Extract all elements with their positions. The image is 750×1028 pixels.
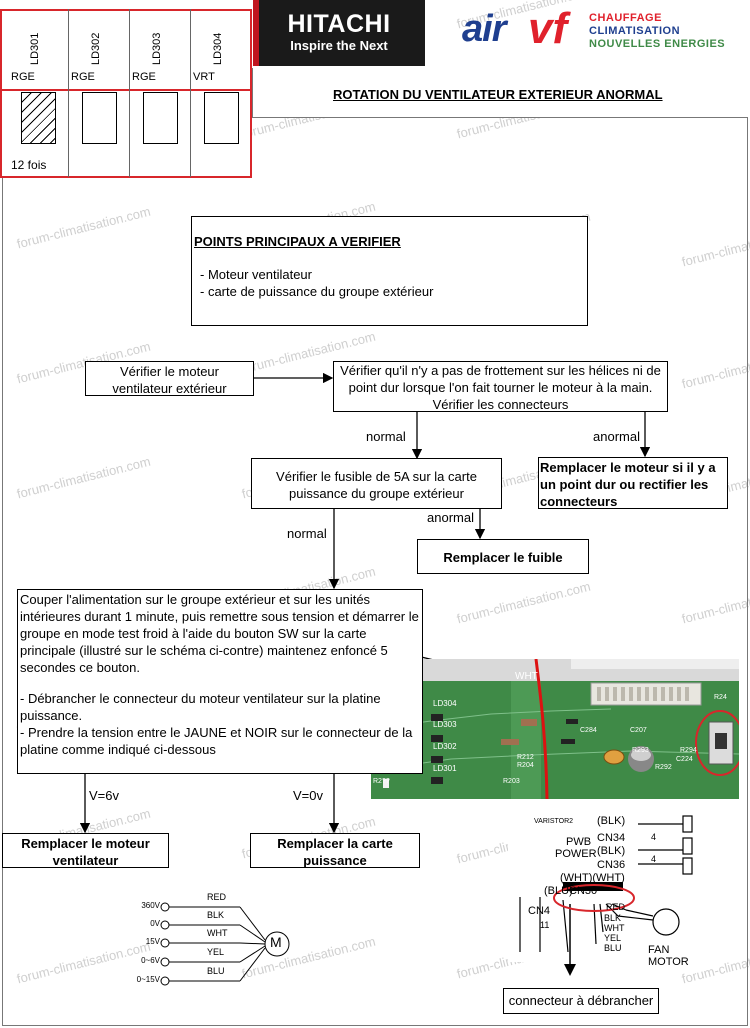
wiring-label: CN36: [597, 859, 625, 871]
motor-wire-label: WHT: [207, 928, 228, 938]
led-off-indicator: [143, 92, 178, 144]
wiring-label: POWER: [555, 848, 597, 860]
motor-voltage-label: 15V: [146, 937, 160, 946]
pcb-label: LD304: [433, 699, 457, 708]
label-voltage-0v: V=0v: [293, 787, 323, 804]
led-name: LD303: [151, 33, 163, 65]
led-color: RGE: [11, 71, 35, 83]
led-color: VRT: [193, 71, 215, 83]
wiring-label: 11: [540, 920, 549, 930]
motor-symbol: M: [270, 934, 282, 950]
wiring-label: VARISTOR2: [534, 818, 573, 825]
label-normal: normal: [287, 525, 327, 542]
checks-title: POINTS PRINCIPAUX A VERIFIER: [194, 233, 401, 250]
wiring-label: CN34: [597, 832, 625, 844]
pcb-label: LD301: [433, 764, 457, 773]
procedure-paragraph: - Prendre la tension entre le JAUNE et N…: [20, 724, 420, 758]
led-name: LD301: [29, 33, 41, 65]
connector-caption: connecteur à débrancher: [503, 988, 659, 1014]
procedure-paragraph: Couper l'alimentation sur le groupe exté…: [20, 591, 420, 676]
wiring-label: (BLK): [597, 815, 625, 827]
motor-voltage-label: 360V: [141, 901, 160, 910]
pcb-label: R203: [503, 778, 520, 785]
pcb-label: R24: [714, 694, 727, 701]
wiring-label: BLU: [604, 943, 622, 953]
air-logo: air: [462, 8, 505, 51]
motor-wire-label: BLK: [207, 910, 224, 920]
hitachi-logo-accent: [253, 0, 259, 66]
step-check-motor: Vérifier le moteur ventilateur extérieur: [85, 361, 254, 396]
action-replace-motor-2: Remplacer le moteur ventilateur: [2, 833, 169, 868]
led-off-indicator: [204, 92, 239, 144]
wiring-label: RED: [606, 902, 625, 912]
pcb-label: LD302: [433, 742, 457, 751]
motor-wire-label: YEL: [207, 947, 224, 957]
wiring-label: MOTOR: [648, 956, 689, 968]
label-anormal: anormal: [427, 509, 474, 526]
pcb-label: C284: [580, 727, 597, 734]
led-blinking-indicator: [21, 92, 56, 144]
page-title: ROTATION DU VENTILATEUR EXTERIEUR ANORMA…: [333, 86, 663, 103]
procedure-paragraph: - Débrancher le connecteur du moteur ven…: [20, 690, 420, 724]
action-replace-board: Remplacer la carte puissance: [250, 833, 420, 868]
motor-wire-label: BLU: [207, 966, 225, 976]
partner-line-3: NOUVELLES ENERGIES: [589, 38, 725, 50]
partner-line-2: CLIMATISATION: [589, 25, 680, 37]
step-check-friction: Vérifier qu'il n'y a pas de frottement s…: [333, 361, 668, 412]
wiring-label: YEL: [604, 933, 621, 943]
wiring-label: FAN: [648, 944, 669, 956]
motor-voltage-label: 0~6V: [141, 956, 160, 965]
label-anormal: anormal: [593, 428, 640, 445]
procedure-box: Couper l'alimentation sur le groupe exté…: [17, 589, 423, 774]
motor-voltage-label: 0V: [150, 919, 160, 928]
hitachi-tagline: Inspire the Next: [253, 38, 425, 53]
led-color: RGE: [71, 71, 95, 83]
pcb-label: R204: [517, 762, 534, 769]
vf-logo: vf: [528, 4, 567, 54]
step-check-fuse: Vérifier le fusible de 5A sur la carte p…: [251, 458, 502, 509]
motor-wire-label: RED: [207, 892, 226, 902]
pcb-photo: [371, 659, 739, 799]
led-name: LD304: [212, 33, 224, 65]
led-color: RGE: [132, 71, 156, 83]
led-blink-count: 12 fois: [11, 157, 46, 174]
checks-item: - Moteur ventilateur: [200, 266, 312, 283]
wiring-label: (BLK): [597, 845, 625, 857]
hitachi-logo: HITACHI Inspire the Next: [253, 0, 425, 66]
pcb-label: C207: [630, 727, 647, 734]
label-voltage-6v: V=6v: [89, 787, 119, 804]
wiring-label: WHT: [604, 923, 625, 933]
led-name: LD302: [90, 33, 102, 65]
motor-voltage-label: 0~15V: [137, 975, 160, 984]
wiring-label: PWB: [566, 836, 591, 848]
pcb-label: WHT: [515, 671, 538, 682]
pcb-label: C224: [676, 756, 693, 763]
wiring-label: CN30: [569, 885, 597, 897]
pcb-label: R212: [517, 754, 534, 761]
wiring-label: 4: [651, 854, 656, 864]
label-normal: normal: [366, 428, 406, 445]
wiring-label: BLK: [604, 913, 621, 923]
hitachi-brand-name: HITACHI: [253, 10, 425, 39]
action-replace-motor: Remplacer le moteur si il y a un point d…: [538, 457, 728, 509]
wiring-label: 4: [651, 832, 656, 842]
wiring-label: (WHT)(WHT): [560, 872, 625, 884]
pcb-label: LD303: [433, 720, 457, 729]
pcb-label: R294: [680, 747, 697, 754]
pcb-label: R2??: [373, 778, 390, 785]
action-replace-fuse: Remplacer le fuible: [417, 539, 589, 574]
led-off-indicator: [82, 92, 117, 144]
checks-box: POINTS PRINCIPAUX A VERIFIER - Moteur ve…: [191, 216, 588, 326]
partner-line-1: CHAUFFAGE: [589, 12, 662, 24]
checks-item: - carte de puissance du groupe extérieur: [200, 283, 433, 300]
pcb-label: R293: [632, 747, 649, 754]
wiring-label: CN4: [528, 905, 550, 917]
pcb-label: R292: [655, 764, 672, 771]
